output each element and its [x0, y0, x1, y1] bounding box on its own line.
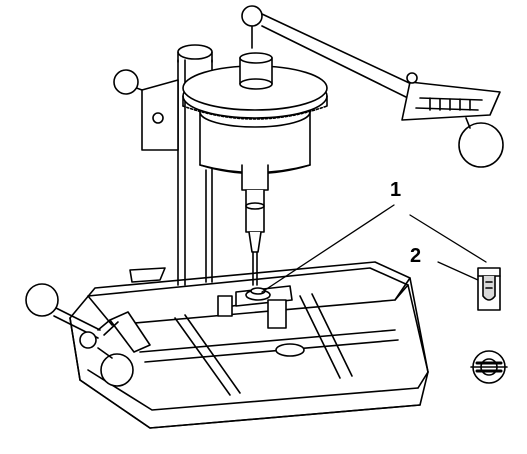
detail-view-top: [470, 350, 508, 384]
callout-label-2: 2: [410, 245, 422, 267]
machine-base: [69, 261, 429, 429]
workpiece-fixture: [217, 285, 293, 329]
feed-arm: [241, 5, 504, 168]
leader-lines: [261, 204, 487, 293]
spindle-head: [113, 52, 328, 286]
table-handles: [25, 283, 134, 387]
callout-label-1: 1: [390, 179, 402, 201]
detail-view-section: [477, 267, 501, 311]
